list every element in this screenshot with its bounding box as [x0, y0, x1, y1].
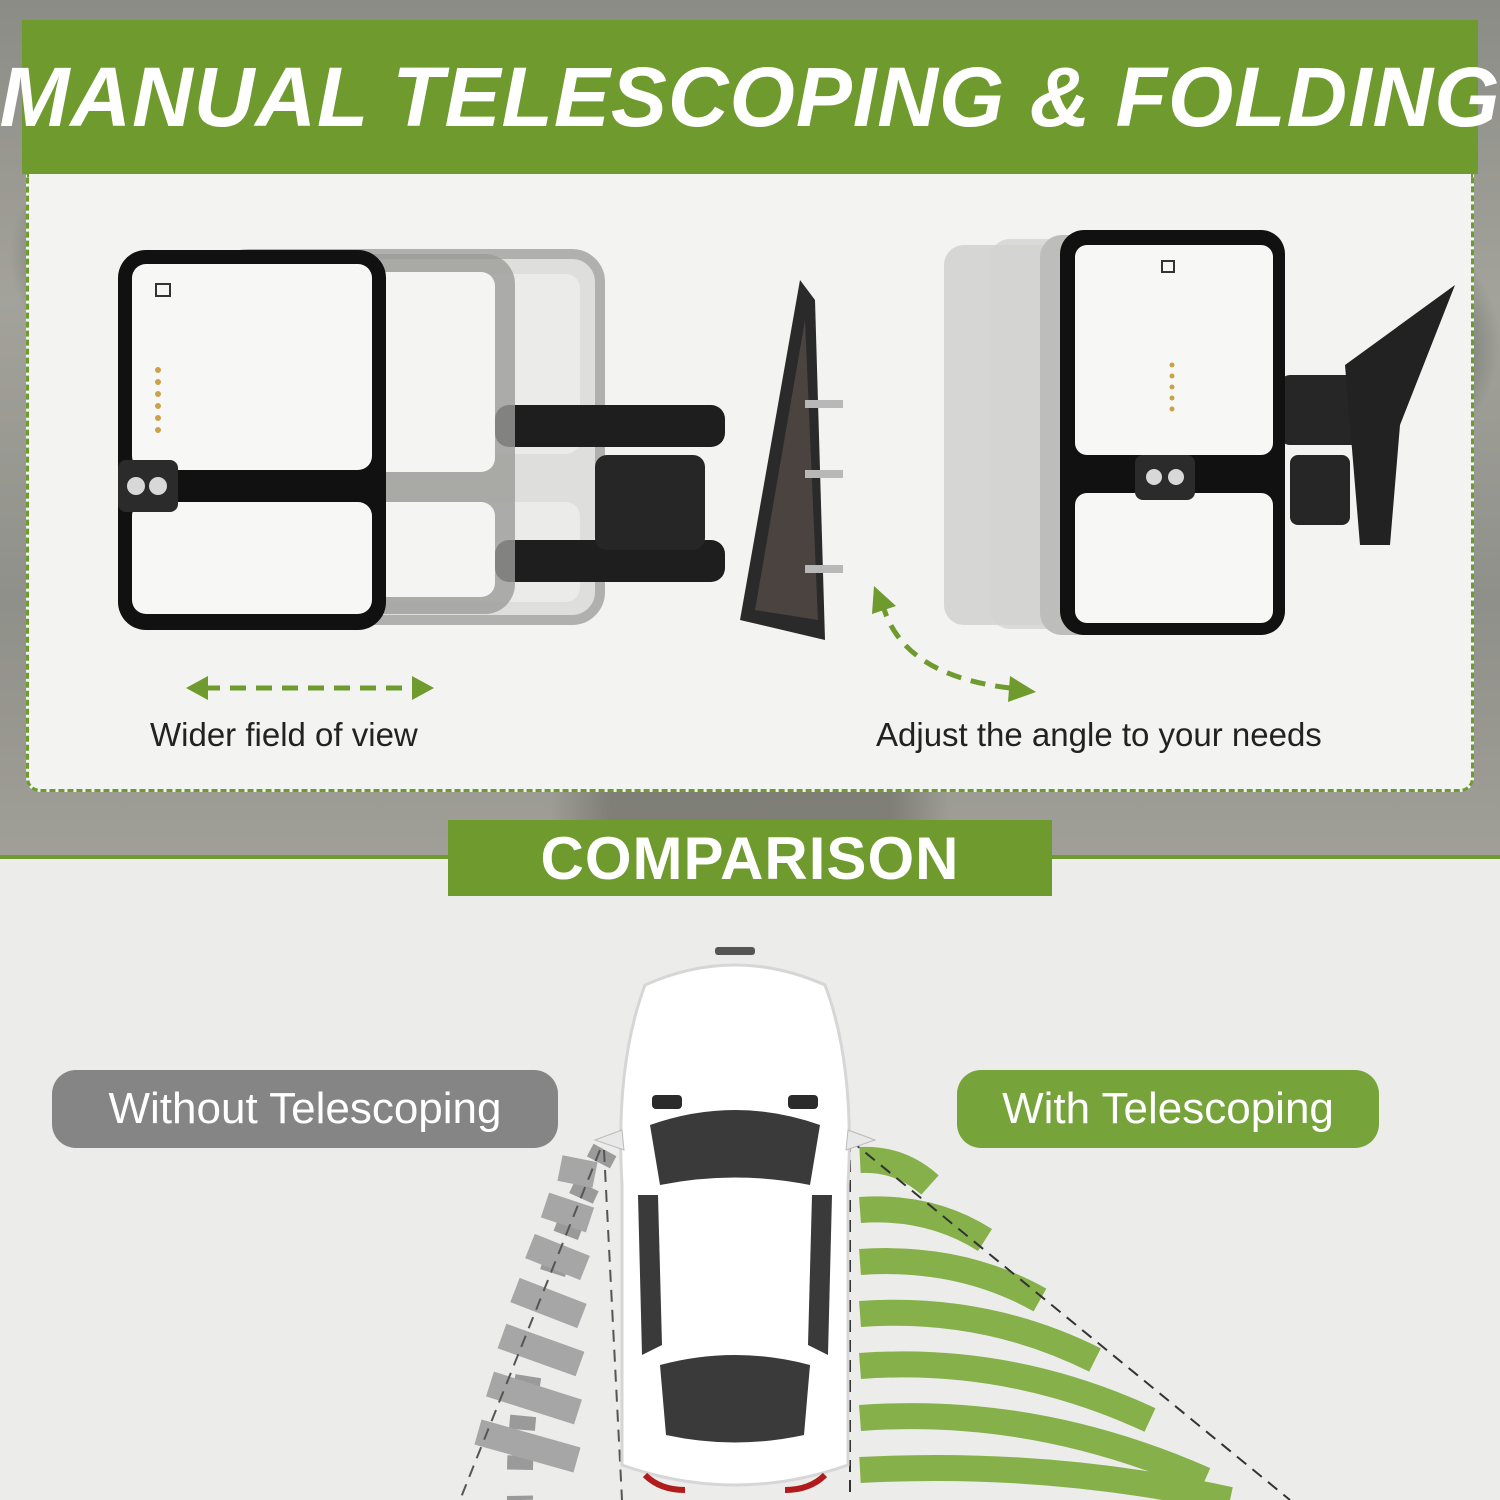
caption-wider-field: Wider field of view [150, 716, 418, 753]
folding-mirror-illustration [944, 230, 1455, 635]
field-of-view-diagram [459, 1139, 1291, 1500]
telescoping-mirror-illustration [118, 249, 843, 640]
title-banner: MANUAL TELESCOPING & FOLDING [0, 20, 1500, 174]
caption-adjust-angle: Adjust the angle to your needs [876, 716, 1322, 753]
comparison-title: COMPARISON [540, 824, 960, 892]
double-arrow-horizontal-icon [186, 676, 434, 700]
car-illustration [593, 947, 877, 1493]
comparison-banner: COMPARISON [448, 820, 1052, 896]
with-telescoping-label: With Telescoping [1002, 1084, 1334, 1133]
without-telescoping-label: Without Telescoping [108, 1084, 502, 1133]
page-title: MANUAL TELESCOPING & FOLDING [0, 49, 1500, 144]
without-telescoping-badge: Without Telescoping [52, 1070, 558, 1148]
curved-double-arrow-icon [872, 586, 1036, 702]
with-telescoping-badge: With Telescoping [957, 1070, 1379, 1148]
